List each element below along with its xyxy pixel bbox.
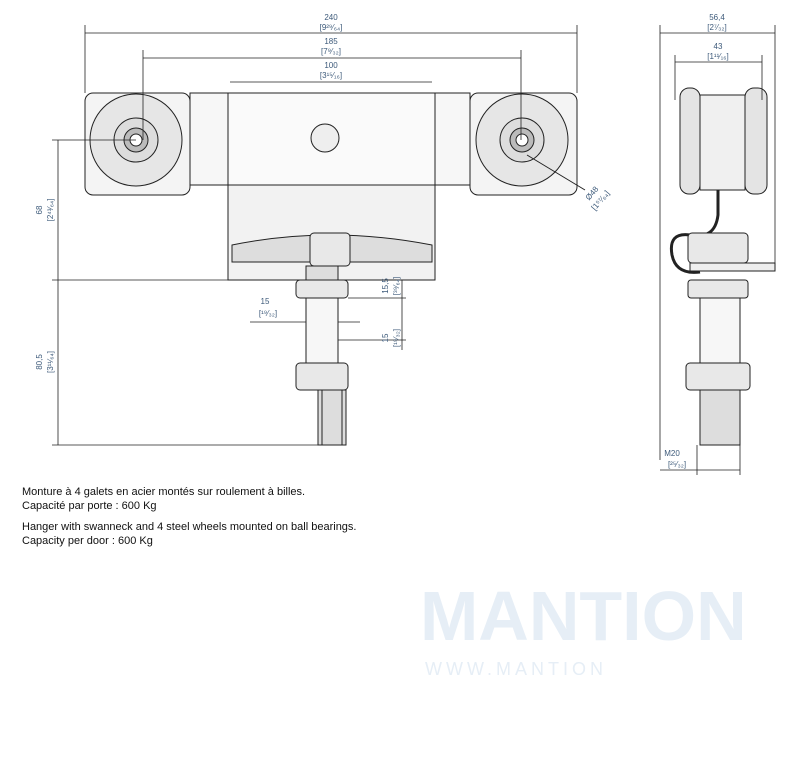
watermark-brand: MANTION <box>420 577 747 655</box>
description-en-line1: Hanger with swanneck and 4 steel wheels … <box>22 521 357 533</box>
side-view <box>669 87 776 446</box>
description-fr-line1: Monture à 4 galets en acier montés sur r… <box>22 486 306 498</box>
dim-m20-inch: [²⁵⁄₃₂] <box>668 460 686 469</box>
watermark: MANTION WWW.MANTION <box>420 577 747 679</box>
description-fr: Monture à 4 galets en acier montés sur r… <box>22 485 305 513</box>
dim-56-4: 56,4 <box>709 13 725 22</box>
dim-15-5: 15,5 <box>381 278 390 294</box>
dim-100-inch: [3¹⁵⁄₁₆] <box>320 71 342 80</box>
description-fr-line2: Capacité par porte : 600 Kg <box>22 500 157 512</box>
dim-240: 240 <box>324 13 338 22</box>
right-wheel <box>475 93 569 187</box>
dim-100: 100 <box>324 61 338 70</box>
watermark-url: WWW.MANTION <box>425 659 607 679</box>
dim-15-flat-inch: [¹⁹⁄₃₂] <box>392 329 401 347</box>
dimension-labels: 240 [9²⁹⁄₆₄] 185 [7⁹⁄₃₂] 100 [3¹⁵⁄₁₆] 68… <box>35 13 729 469</box>
dim-15-flat: 15 <box>381 333 390 342</box>
dim-56-4-inch: [2⁷⁄₃₂] <box>707 23 727 32</box>
description-en: Hanger with swanneck and 4 steel wheels … <box>22 520 356 548</box>
dim-185-inch: [7⁹⁄₃₂] <box>321 47 341 56</box>
dim-80-5-inch: [3¹¹⁄₆₄] <box>46 351 55 373</box>
front-view <box>84 92 586 446</box>
dim-15-inch: [¹⁹⁄₃₂] <box>259 309 277 318</box>
dim-68-inch: [2⁴³⁄₆₄] <box>46 199 55 222</box>
dim-43-inch: [1¹¹⁄₁₆] <box>707 52 728 61</box>
dim-m20: M20 <box>664 449 680 458</box>
dim-43: 43 <box>714 42 723 51</box>
dim-185: 185 <box>324 37 338 46</box>
dim-68: 68 <box>35 205 44 214</box>
description-en-line2: Capacity per door : 600 Kg <box>22 535 153 547</box>
dim-80-5: 80,5 <box>35 354 44 370</box>
dim-15: 15 <box>261 297 270 306</box>
dim-15-5-inch: [³⁹⁄₆₄] <box>392 277 401 295</box>
dim-240-inch: [9²⁹⁄₆₄] <box>320 23 343 32</box>
